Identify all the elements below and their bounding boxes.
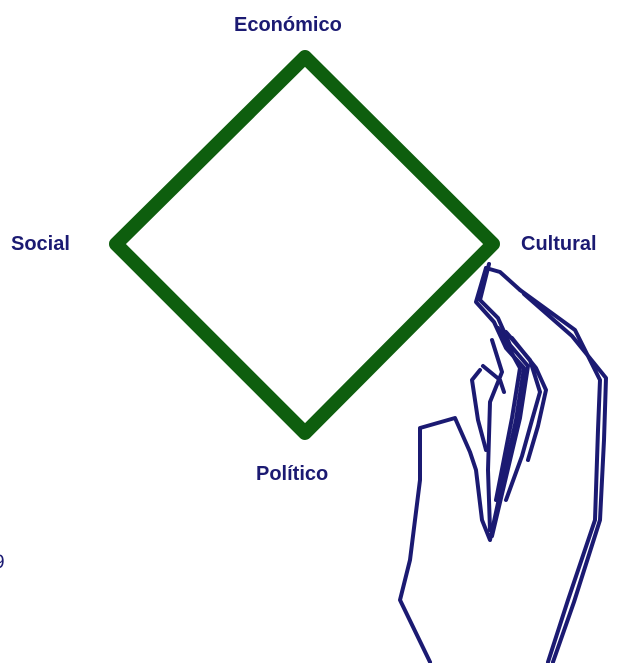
label-economic: Económico [234,14,342,36]
label-social: Social [11,233,70,255]
page-number: 9 [0,552,5,574]
hand-holding-diamond-icon [398,262,608,663]
diamond-shape [109,50,500,440]
label-political: Político [256,463,329,485]
label-cultural: Cultural [521,233,597,255]
